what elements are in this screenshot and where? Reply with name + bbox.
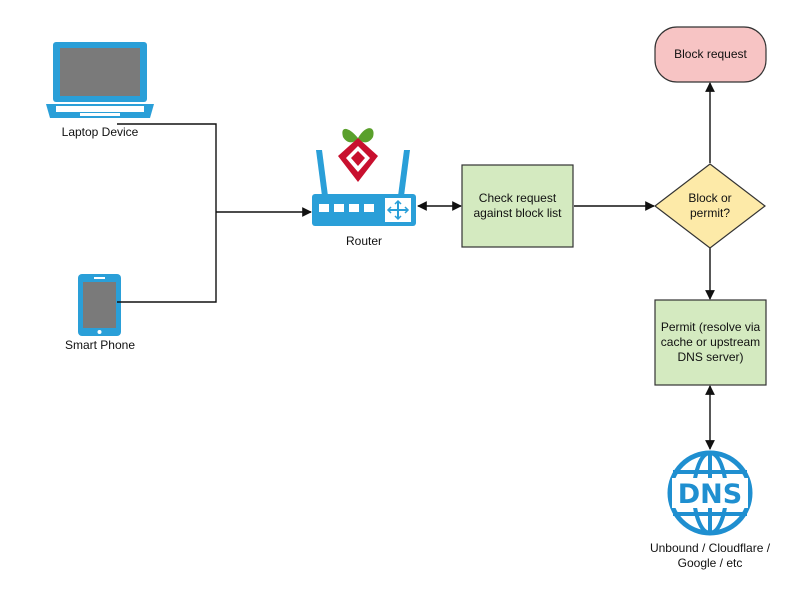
laptop-connector (117, 123, 217, 303)
check-request-text: Check request against block list (462, 165, 573, 247)
phone-label: Smart Phone (64, 338, 136, 352)
connectors (117, 82, 715, 450)
dns-icon-text: DNS (678, 479, 742, 510)
block-request-box (654, 26, 767, 83)
dns-label-line-1: Unbound / Cloudflare / (649, 541, 771, 555)
decision-line-2: permit? (689, 206, 730, 220)
check-request-box (461, 164, 574, 248)
router-icon (312, 150, 416, 226)
smartphone-icon (78, 274, 121, 336)
decision-line-1: Block or (688, 191, 732, 205)
decision-diamond (654, 163, 766, 249)
permit-line-1: Permit (resolve via (660, 320, 761, 334)
decision-text: Block or permit? (670, 180, 750, 232)
permit-box (654, 299, 767, 386)
dns-label: Unbound / Cloudflare / Google / etc (630, 541, 790, 571)
permit-text: Permit (resolve via cache or upstream DN… (655, 300, 766, 385)
laptop-icon (46, 42, 154, 118)
check-request-line-1: Check request (478, 191, 557, 205)
dns-globe-icon: DNS (667, 450, 753, 536)
pi-hole-logo (338, 128, 378, 182)
permit-line-2: cache or upstream (660, 335, 761, 349)
dns-label-line-2: Google / etc (677, 556, 743, 570)
check-request-line-2: against block list (473, 206, 562, 220)
laptop-label: Laptop Device (61, 125, 139, 139)
router-label: Router (345, 234, 383, 248)
permit-line-3: DNS server) (677, 350, 744, 364)
block-request-text: Block request (674, 47, 747, 61)
